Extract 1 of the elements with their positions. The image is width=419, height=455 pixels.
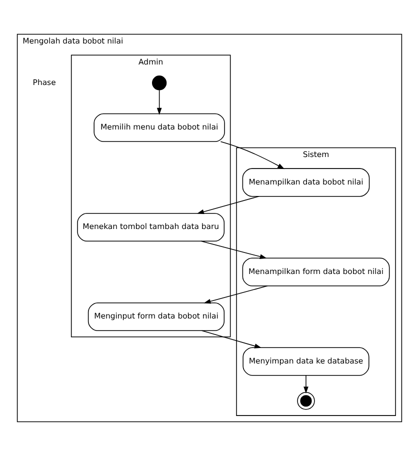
label: Phase (32, 77, 56, 86)
